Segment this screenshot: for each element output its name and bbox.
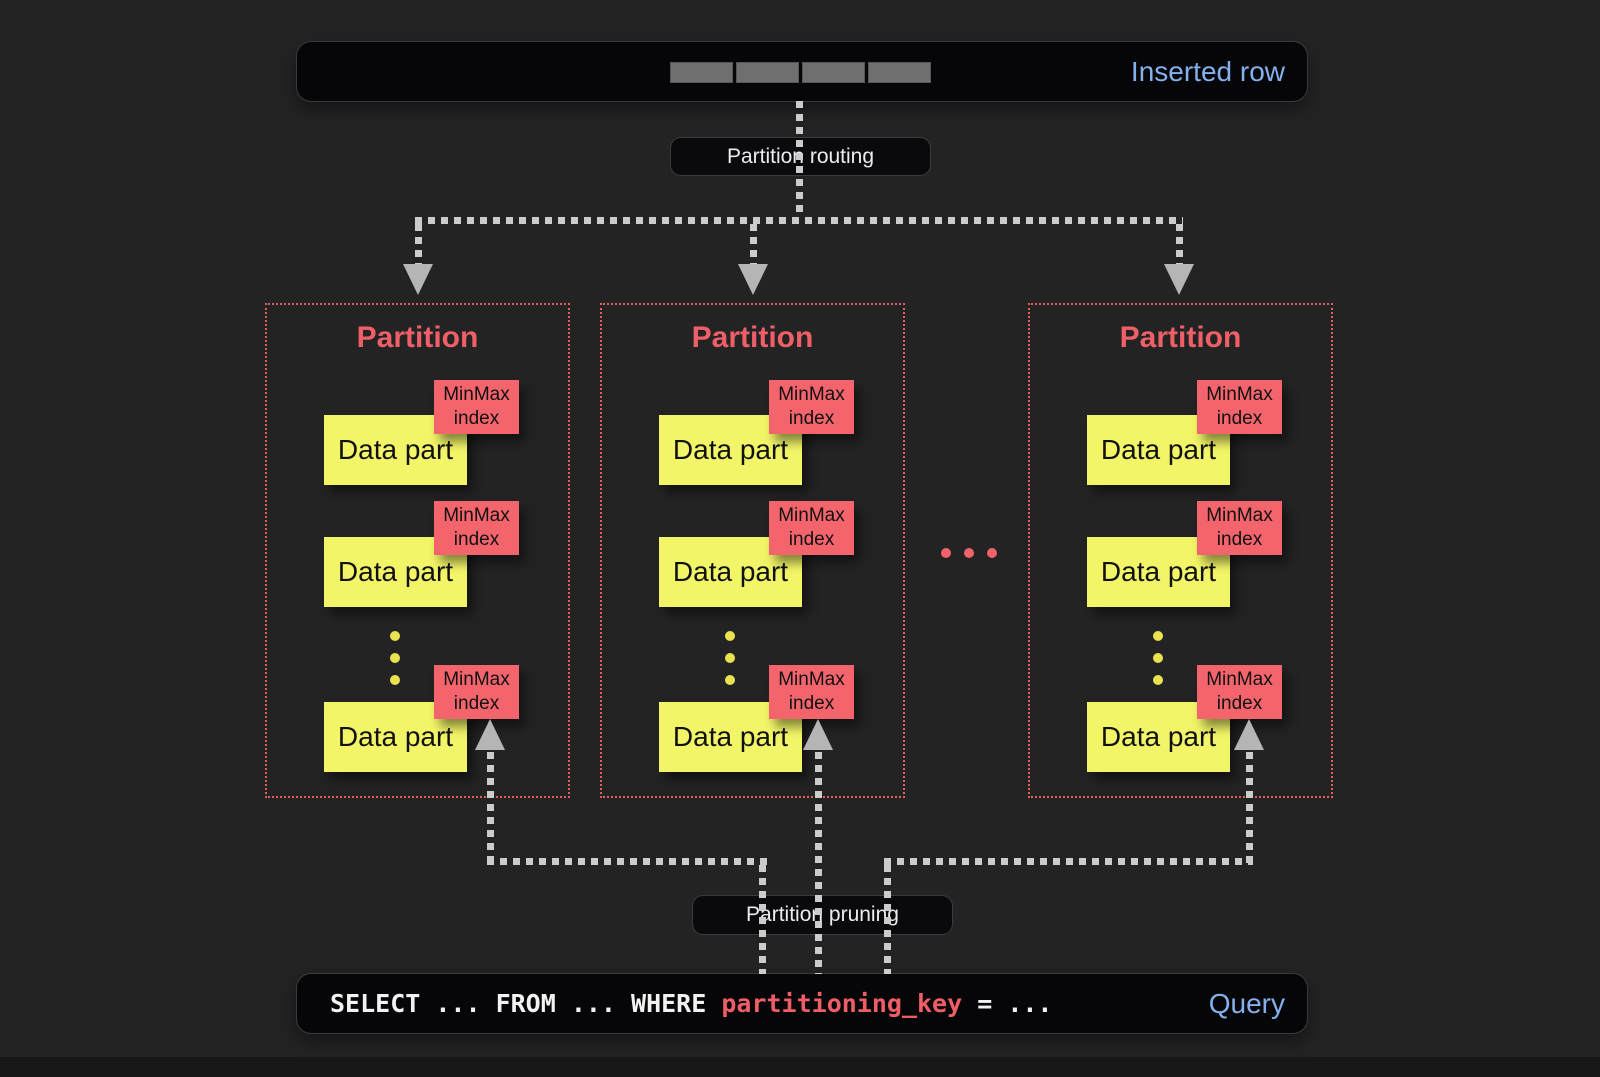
dot [390,653,400,663]
dot [725,675,735,685]
pruning-line-right [1246,752,1253,864]
inserted-row-label: Inserted row [1130,55,1285,87]
pruning-line-left [487,752,494,864]
minmax-index-tag: MinMax index [1197,665,1282,719]
partition-title: Partition [1119,321,1242,354]
minmax-index-tag: MinMax index [769,665,854,719]
partition-box-3: Partition MinMax index Data part MinMax … [1028,303,1333,798]
minmax-index-tag: MinMax index [434,501,519,555]
row-cell [670,62,733,83]
minmax-index-tag: MinMax index [434,380,519,434]
data-part-box: Data part [324,415,467,485]
routing-drop-right [1176,224,1183,264]
arrow-up-icon [475,719,505,750]
sql-before: SELECT ... FROM ... WHERE [330,989,722,1018]
partition-pruning-text: Partition pruning [746,903,899,926]
dot [725,653,735,663]
more-parts-ellipsis [1153,631,1163,697]
pruning-horizontal-left [487,858,770,865]
routing-horizontal-line [415,217,1183,224]
dot [1153,675,1163,685]
minmax-index-tag: MinMax index [1197,501,1282,555]
row-cells [670,62,931,83]
sql-after: = ... [962,989,1053,1018]
pruning-line-center [815,752,822,974]
row-cell [736,62,799,83]
query-label: Query [1208,987,1285,1019]
pruning-drop-left [759,865,766,974]
arrow-down-icon [403,264,433,295]
arrow-up-icon [1234,719,1264,750]
sql-query-text: SELECT ... FROM ... WHERE partitioning_k… [297,989,1209,1018]
partition-box-2: Partition MinMax index Data part MinMax … [600,303,905,798]
minmax-index-tag: MinMax index [1197,380,1282,434]
query-bar: SELECT ... FROM ... WHERE partitioning_k… [297,974,1307,1033]
routing-drop-left [415,224,422,264]
dot [1153,631,1163,641]
pruning-drop-right [884,865,891,974]
minmax-index-tag: MinMax index [434,665,519,719]
data-part-box: Data part [1087,537,1230,607]
row-cell [868,62,931,83]
dot [1153,653,1163,663]
row-cell [802,62,865,83]
dot [725,631,735,641]
arrow-down-icon [738,264,768,295]
bottom-strip [0,1057,1600,1077]
routing-drop-center [750,224,757,264]
more-parts-ellipsis [725,631,735,697]
minmax-index-tag: MinMax index [769,501,854,555]
partition-title: Partition [691,321,814,354]
more-parts-ellipsis [390,631,400,697]
more-partitions-ellipsis [941,548,997,558]
partition-pruning-label: Partition pruning [693,896,952,934]
dot [964,548,974,558]
pruning-horizontal-right [884,858,1253,865]
partition-box-1: Partition MinMax index Data part MinMax … [265,303,570,798]
partition-title: Partition [356,321,479,354]
arrow-up-icon [803,719,833,750]
minmax-index-tag: MinMax index [769,380,854,434]
dot [390,675,400,685]
dot [987,548,997,558]
inserted-row-bar: Inserted row [297,42,1307,101]
arrow-down-icon [1164,264,1194,295]
dot [941,548,951,558]
routing-feed-line [796,101,803,217]
sql-partitioning-key: partitioning_key [721,989,963,1018]
dot [390,631,400,641]
